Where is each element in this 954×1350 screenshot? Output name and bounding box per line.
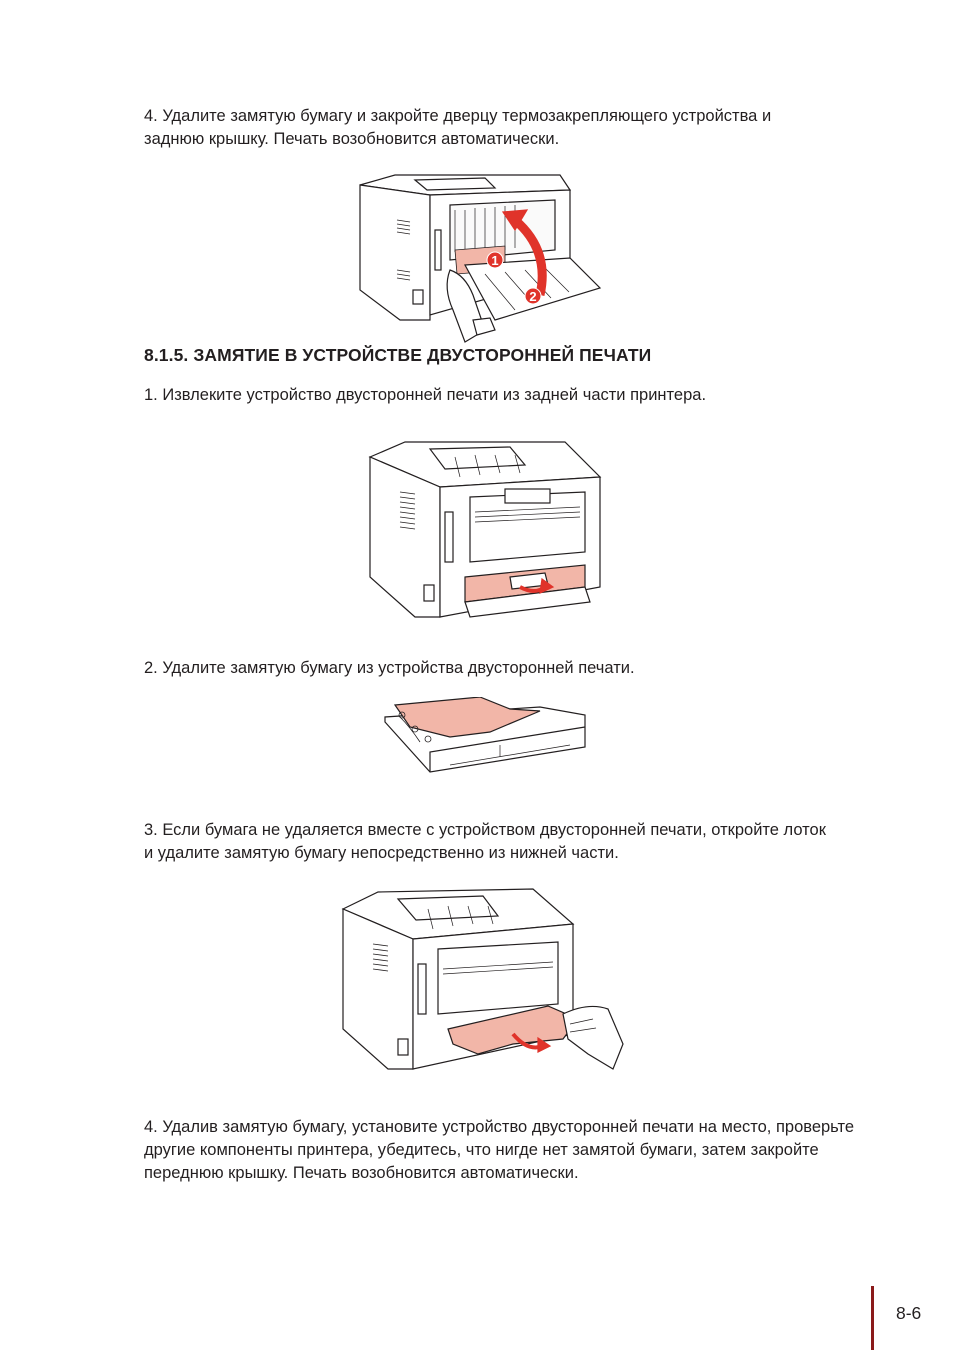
step4-fuser-line1: 4. Удалите замятую бумагу и закройте две… (144, 107, 772, 125)
step2-text: 2. Удалите замятую бумагу из устройства … (144, 657, 884, 680)
callout-1-label: 1 (491, 253, 498, 268)
callout-2-icon: 2 (524, 287, 542, 305)
figure-bottom-jam-printer (338, 884, 628, 1074)
footer-rule (871, 1286, 874, 1350)
step2-line: 2. Удалите замятую бумагу из устройства … (144, 659, 635, 677)
page-number: 8-6 (896, 1303, 922, 1323)
figure-fuser-door-printer: 1 2 (355, 170, 605, 345)
step4-fuser-text: 4. Удалите замятую бумагу и закройте две… (144, 105, 884, 151)
step1-text: 1. Извлеките устройство двусторонней печ… (144, 384, 884, 407)
step3-text: 3. Если бумага не удаляется вместе с уст… (144, 819, 884, 865)
section-heading: 8.1.5. ЗАМЯТИЕ В УСТРОЙСТВЕ ДВУСТОРОННЕЙ… (144, 345, 652, 365)
callout-2-label: 2 (529, 289, 536, 304)
step4-line1: 4. Удалив замятую бумагу, установите уст… (144, 1118, 855, 1136)
callout-1-icon: 1 (486, 251, 504, 269)
step4-line2: другие компоненты принтера, убедитесь, ч… (144, 1141, 819, 1159)
step1-line: 1. Извлеките устройство двусторонней печ… (144, 386, 707, 404)
step4-line3: переднюю крышку. Печать возобновится авт… (144, 1164, 579, 1182)
figure-duplex-removal-printer (360, 437, 605, 622)
step3-line1: 3. Если бумага не удаляется вместе с уст… (144, 821, 826, 839)
step4-fuser-line2: заднюю крышку. Печать возобновится автом… (144, 130, 560, 148)
step3-line2: и удалите замятую бумагу непосредственно… (144, 844, 619, 862)
step4-text: 4. Удалив замятую бумагу, установите уст… (144, 1116, 884, 1185)
figure-duplex-unit-paper (380, 697, 590, 777)
